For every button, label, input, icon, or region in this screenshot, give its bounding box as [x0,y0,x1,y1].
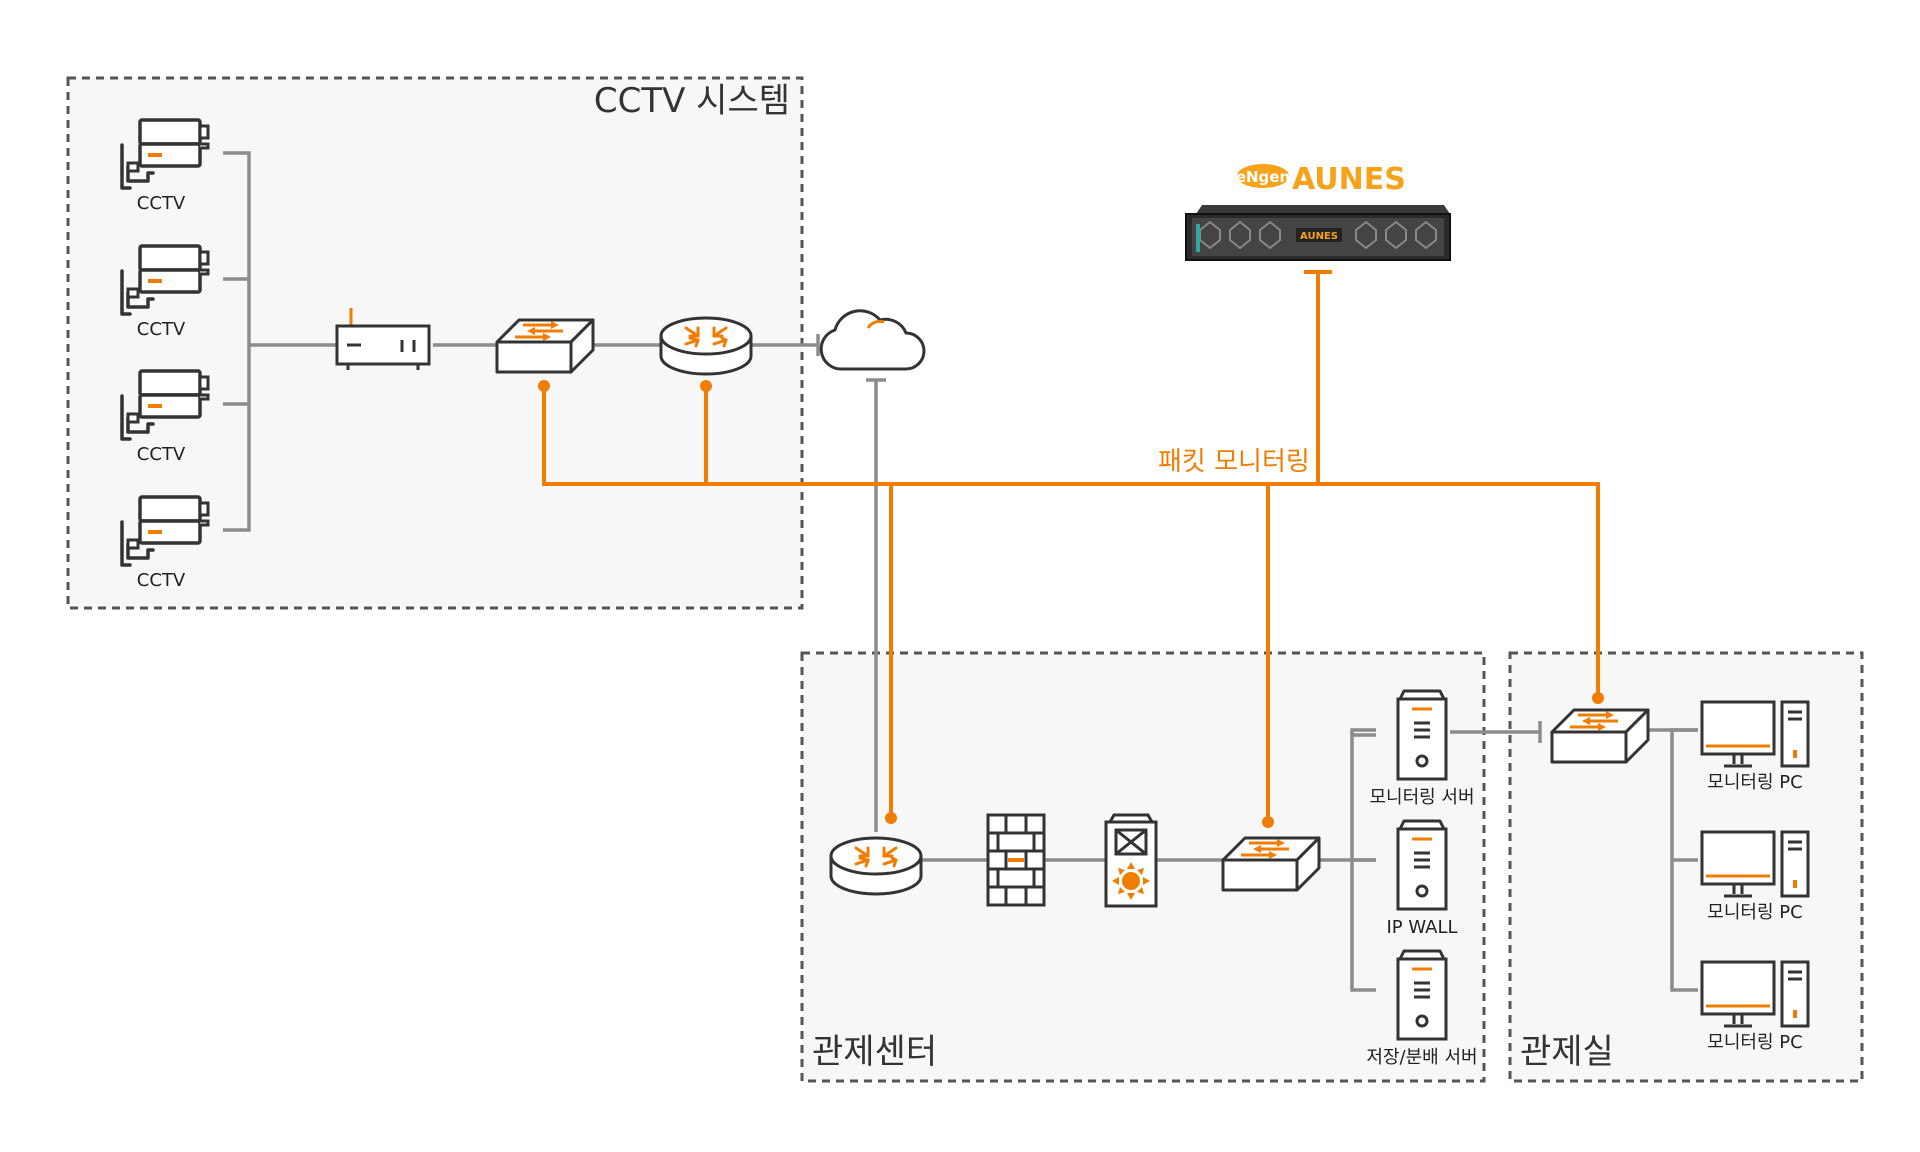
modem-icon[interactable] [335,308,431,370]
center-router[interactable] [829,836,923,896]
cctv-label-2: CCTV [137,319,186,340]
server-icon [1396,689,1448,781]
control-room-title: 관제실 [1520,1032,1614,1072]
packet-monitoring-lines [542,270,1600,822]
center-switch[interactable] [1221,836,1321,892]
cloud-icon [819,309,926,371]
packet-tap-points [538,380,1604,828]
aunes-logo-name: AUNES [1292,162,1406,197]
switch-icon [1221,836,1321,892]
control-center-title: 관제센터 [812,1032,937,1072]
storage-server[interactable] [1396,949,1448,1041]
monitoring-pc-label-2: 모니터링 PC [1707,902,1802,923]
aunes-front-plate: AUNES [1300,231,1338,242]
monitoring-pc-label-1: 모니터링 PC [1707,772,1802,793]
router-icon [829,836,923,896]
monitoring-pc-label-3: 모니터링 PC [1707,1032,1802,1053]
cctv-label-3: CCTV [137,444,186,465]
cctv-router[interactable] [659,316,753,376]
gray-links [223,151,1698,992]
router-icon [659,316,753,376]
room-switch[interactable] [1550,708,1650,764]
aunes-appliance[interactable]: eNgen AUNES AUNES [1185,162,1451,261]
packet-monitoring-label: 패킷 모니터링 [1158,447,1310,477]
ips-icon[interactable] [1104,813,1158,908]
cctv-switch[interactable] [495,318,595,374]
ip-wall-server[interactable] [1396,819,1448,911]
switch-icon [1550,708,1650,764]
switch-icon [495,318,595,374]
ip-wall-label: IP WALL [1386,917,1457,938]
server-icon [1396,949,1448,1041]
cctv-system-title: CCTV 시스템 [594,81,790,121]
cctv-label-4: CCTV [137,570,186,591]
monitoring-server-label: 모니터링 서버 [1369,787,1474,808]
monitoring-server[interactable] [1396,689,1448,781]
server-icon [1396,819,1448,911]
firewall-icon[interactable] [986,813,1046,907]
cctv-label-1: CCTV [137,193,186,214]
aunes-logo-prefix: eNgen [1236,168,1290,186]
storage-server-label: 저장/분배 서버 [1366,1047,1477,1068]
